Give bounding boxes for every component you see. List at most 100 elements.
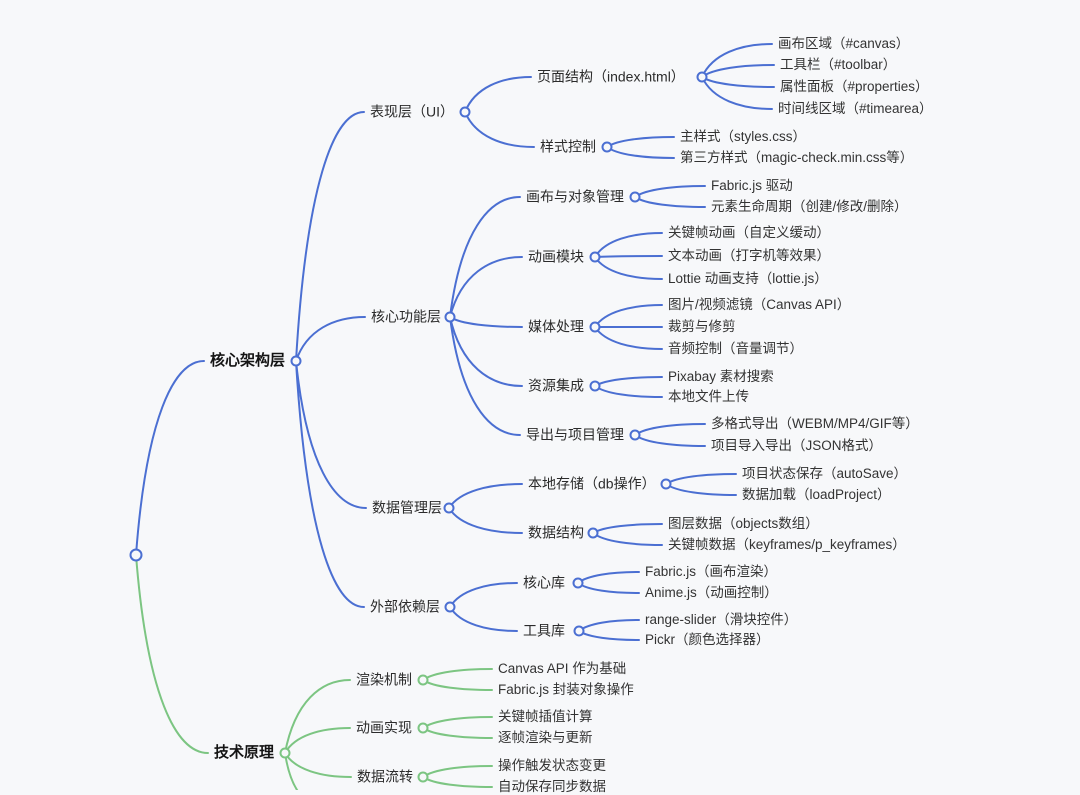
mindmap-edge xyxy=(594,255,663,258)
leaf-text-animation[interactable]: 文本动画（打字机等效果） xyxy=(668,247,830,263)
mindmap-edge xyxy=(594,326,663,350)
mindmap-edge xyxy=(449,606,518,632)
node-tool-libs[interactable]: 工具库 xyxy=(523,622,565,639)
mindmap-edge xyxy=(594,376,663,387)
mindmap-edge xyxy=(295,316,366,362)
collapse-handle-external-deps-layer[interactable] xyxy=(444,601,456,613)
leaf-data-load[interactable]: 数据加载（loadProject） xyxy=(742,486,891,502)
node-presentation-layer[interactable]: 表现层（UI） xyxy=(370,103,454,120)
mindmap-edge xyxy=(701,64,775,78)
collapse-handle-style-control[interactable] xyxy=(601,141,613,153)
mindmap-edge xyxy=(449,196,521,318)
node-animation-impl[interactable]: 动画实现 xyxy=(356,719,412,736)
mindmap-edge xyxy=(449,316,523,328)
mindmap-edge xyxy=(634,434,706,447)
mindmap-edge xyxy=(295,111,365,362)
leaf-range-slider[interactable]: range-slider（滑块控件） xyxy=(645,611,798,627)
leaf-layer-data[interactable]: 图层数据（objects数组） xyxy=(668,515,819,531)
collapse-handle-resource-integration[interactable] xyxy=(589,380,601,392)
leaf-properties-panel[interactable]: 属性面板（#properties） xyxy=(780,78,929,94)
leaf-fabric-driver[interactable]: Fabric.js 驱动 xyxy=(711,177,793,193)
leaf-toolbar[interactable]: 工具栏（#toolbar） xyxy=(780,56,897,72)
collapse-handle-local-storage[interactable] xyxy=(660,478,672,490)
mindmap-edge xyxy=(464,76,532,113)
node-style-control[interactable]: 样式控制 xyxy=(540,138,596,155)
mindmap-edge xyxy=(594,304,663,328)
node-export-project-mgmt[interactable]: 导出与项目管理 xyxy=(526,426,624,443)
leaf-local-file-upload[interactable]: 本地文件上传 xyxy=(668,388,749,404)
mindmap-edge xyxy=(135,360,205,556)
collapse-handle-page-structure[interactable] xyxy=(696,71,708,83)
node-data-structure[interactable]: 数据结构 xyxy=(528,524,584,541)
leaf-multi-format-export[interactable]: 多格式导出（WEBM/MP4/GIF等） xyxy=(711,415,919,431)
node-core-architecture-layer[interactable]: 核心架构层 xyxy=(210,352,286,369)
node-external-deps-layer[interactable]: 外部依赖层 xyxy=(370,598,440,615)
mindmap-edge xyxy=(449,256,523,318)
node-local-storage[interactable]: 本地存储（db操作） xyxy=(528,475,656,492)
mindmap-edge xyxy=(606,146,675,159)
collapse-handle-tech-principles[interactable] xyxy=(279,747,291,759)
collapse-handle-tool-libs[interactable] xyxy=(573,625,585,637)
leaf-project-state-save[interactable]: 项目状态保存（autoSave） xyxy=(742,465,908,481)
leaf-fabric-render[interactable]: Fabric.js（画布渲染） xyxy=(645,563,778,579)
collapse-handle-data-flow[interactable] xyxy=(417,771,429,783)
leaf-crop-trim[interactable]: 裁剪与修剪 xyxy=(668,318,736,334)
mindmap-edge xyxy=(422,716,493,729)
node-render-mechanism[interactable]: 渲染机制 xyxy=(356,671,412,688)
leaf-keyframe-interpolation[interactable]: 关键帧插值计算 xyxy=(498,708,593,724)
node-resource-integration[interactable]: 资源集成 xyxy=(528,377,584,394)
mindmap-edge xyxy=(449,316,521,436)
leaf-timeline-area[interactable]: 时间线区域（#timearea） xyxy=(778,100,933,116)
node-data-management-layer[interactable]: 数据管理层 xyxy=(372,499,442,516)
leaf-project-import-export[interactable]: 项目导入导出（JSON格式） xyxy=(711,437,883,453)
leaf-pixabay-search[interactable]: Pixabay 素材搜索 xyxy=(668,368,774,384)
collapse-handle-data-management-layer[interactable] xyxy=(443,502,455,514)
node-data-flow[interactable]: 数据流转 xyxy=(357,768,413,785)
mindmap-edge xyxy=(634,423,706,436)
leaf-canvas-area[interactable]: 画布区域（#canvas） xyxy=(778,35,910,51)
leaf-anime-control[interactable]: Anime.js（动画控制） xyxy=(645,584,778,600)
leaf-fabric-object-ops[interactable]: Fabric.js 封装对象操作 xyxy=(498,681,634,697)
node-core-function-layer[interactable]: 核心功能层 xyxy=(371,308,441,325)
collapse-handle-render-mechanism[interactable] xyxy=(417,674,429,686)
mindmap-edge xyxy=(701,43,773,78)
leaf-image-video-filter[interactable]: 图片/视频滤镜（Canvas API） xyxy=(668,296,851,312)
node-media-processing[interactable]: 媒体处理 xyxy=(528,318,584,335)
mindmap-edge xyxy=(577,571,640,584)
collapse-handle-data-structure[interactable] xyxy=(587,527,599,539)
leaf-operation-state-change[interactable]: 操作触发状态变更 xyxy=(498,757,606,773)
node-core-libs[interactable]: 核心库 xyxy=(523,574,565,591)
collapse-handle-presentation-layer[interactable] xyxy=(459,106,471,118)
collapse-handle-core-function-layer[interactable] xyxy=(444,311,456,323)
mindmap-edge xyxy=(592,532,663,546)
leaf-element-lifecycle[interactable]: 元素生命周期（创建/修改/删除） xyxy=(711,198,908,214)
leaf-main-style[interactable]: 主样式（styles.css） xyxy=(680,128,807,144)
mindmap-edge xyxy=(449,582,518,608)
collapse-handle-root[interactable] xyxy=(129,548,143,562)
collapse-handle-core-libs[interactable] xyxy=(572,577,584,589)
leaf-lottie-support[interactable]: Lottie 动画支持（lottie.js） xyxy=(668,270,828,286)
collapse-handle-animation-impl[interactable] xyxy=(417,722,429,734)
mindmap-edge xyxy=(284,679,351,754)
mindmap-edge xyxy=(422,727,493,739)
collapse-handle-animation-module[interactable] xyxy=(589,251,601,263)
leaf-keyframe-animation[interactable]: 关键帧动画（自定义缓动） xyxy=(668,224,830,240)
leaf-audio-control[interactable]: 音频控制（音量调节） xyxy=(668,340,803,356)
mindmap-edge xyxy=(448,483,523,509)
leaf-canvas-api-basis[interactable]: Canvas API 作为基础 xyxy=(498,660,627,676)
leaf-third-party-style[interactable]: 第三方样式（magic-check.min.css等） xyxy=(680,149,914,165)
collapse-handle-canvas-object-mgmt[interactable] xyxy=(629,191,641,203)
mindmap-edge xyxy=(701,76,773,110)
leaf-pickr[interactable]: Pickr（颜色选择器） xyxy=(645,631,770,647)
leaf-keyframe-data[interactable]: 关键帧数据（keyframes/p_keyframes） xyxy=(668,536,906,552)
node-tech-principles[interactable]: 技术原理 xyxy=(214,744,275,761)
collapse-handle-export-project-mgmt[interactable] xyxy=(629,429,641,441)
leaf-autosave-sync[interactable]: 自动保存同步数据 xyxy=(498,778,606,794)
node-page-structure[interactable]: 页面结构（index.html） xyxy=(537,68,685,85)
node-animation-module[interactable]: 动画模块 xyxy=(528,248,584,265)
leaf-frame-render-update[interactable]: 逐帧渲染与更新 xyxy=(498,729,593,745)
node-canvas-object-mgmt[interactable]: 画布与对象管理 xyxy=(526,188,624,205)
collapse-handle-media-processing[interactable] xyxy=(589,321,601,333)
collapse-handle-core-architecture-layer[interactable] xyxy=(290,355,302,367)
